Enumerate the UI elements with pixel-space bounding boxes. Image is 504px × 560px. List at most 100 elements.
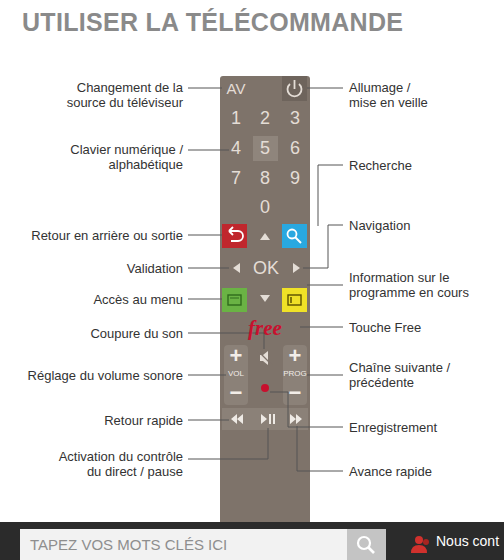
remote-body <box>220 76 310 546</box>
power-button <box>282 76 307 101</box>
callout-label: Coupure du son <box>8 326 183 341</box>
key-label: 5 <box>260 139 270 157</box>
mute-key <box>260 351 268 365</box>
page-title: UTILISER LA TÉLÉCOMMANDE <box>22 8 403 37</box>
callout-label: Touche Free <box>349 320 489 335</box>
key-label: 6 <box>290 139 300 157</box>
leader-lines <box>188 299 222 300</box>
transport-keys <box>231 414 302 424</box>
power-button <box>282 76 307 101</box>
leader-lines <box>307 285 343 286</box>
mute-key <box>258 351 272 365</box>
leader-lines <box>300 327 343 328</box>
remote-body <box>253 136 278 161</box>
callout-label: Allumage / mise en veille <box>349 80 437 110</box>
callout-label: Chaîne suivante / précédente <box>349 360 461 390</box>
key-label: 9 <box>290 169 300 187</box>
leader-lines <box>188 88 222 89</box>
menu-button <box>228 295 241 305</box>
callout-label: Recherche <box>349 158 489 173</box>
leader-lines <box>188 268 229 269</box>
search-submit-button <box>347 529 386 560</box>
arrow-keys <box>233 263 240 273</box>
key-label: 3 <box>290 109 300 127</box>
leader-lines <box>188 88 343 471</box>
search-button <box>282 224 307 248</box>
transport-keys <box>261 414 267 424</box>
key-label: VOL <box>228 370 244 378</box>
link-text: Nous cont <box>436 533 499 549</box>
power-button <box>294 80 296 89</box>
callout-label: Accès au menu <box>8 292 183 307</box>
remote-body <box>224 345 248 405</box>
key-label: 1 <box>231 109 241 127</box>
menu-button <box>222 288 247 312</box>
leader-lines <box>318 165 343 226</box>
search-placeholder: TAPEZ VOS MOTS CLÉS ICI <box>30 529 227 560</box>
search-submit-button <box>347 529 386 560</box>
search-button <box>295 237 301 243</box>
leader-lines <box>307 88 343 89</box>
callout-label: Retour rapide <box>8 413 183 428</box>
callout-label: Information sur le programme en cours <box>349 270 484 300</box>
record-dot <box>261 384 269 392</box>
key-label: 8 <box>260 169 270 187</box>
callout-label: Réglage du volume sonore <box>8 368 183 383</box>
contact-icon <box>415 536 423 544</box>
contact-icon <box>411 545 427 553</box>
key-label: − <box>289 382 302 404</box>
leader-lines <box>307 375 343 376</box>
callout-label: Clavier numérique / alphabétique <box>63 142 183 172</box>
transport-keys <box>273 414 275 424</box>
info-button <box>288 295 301 305</box>
leader-lines <box>188 428 268 459</box>
callout-label: Avance rapide <box>349 464 489 479</box>
brand-key: free <box>248 318 282 339</box>
callout-label: Changement de la source du téléviseur <box>48 80 183 110</box>
callout-label: Activation du contrôle du direct / pause <box>43 449 183 479</box>
callout-label: Validation <box>8 261 183 276</box>
key-label: AV <box>227 81 246 96</box>
key-label: 2 <box>260 109 270 127</box>
bottom-bar: Nous cont TAPEZ VOS MOTS CLÉS ICI <box>0 522 504 560</box>
menu-button <box>222 288 247 312</box>
contact-icon <box>423 539 429 545</box>
search-submit-button <box>358 537 370 549</box>
back-button <box>229 227 233 235</box>
arrow-keys <box>260 233 270 240</box>
key-label: OK <box>253 259 279 277</box>
leader-lines <box>188 150 229 151</box>
arrow-keys <box>260 295 270 302</box>
leader-lines <box>188 420 229 421</box>
info-button <box>282 288 307 312</box>
mute-key <box>258 351 272 365</box>
leader-lines <box>297 426 343 471</box>
arrow-keys <box>233 233 300 302</box>
callout-label: Retour en arrière ou sortie <box>8 228 183 243</box>
info-button <box>282 288 307 312</box>
info-button <box>290 297 292 303</box>
key-label: 0 <box>260 198 270 216</box>
callout-label: Enregistrement <box>349 420 489 435</box>
key-label: − <box>230 382 243 404</box>
contact-icon <box>411 536 429 553</box>
callout-label: Navigation <box>349 218 489 233</box>
transport-keys <box>269 414 271 424</box>
leader-lines <box>188 235 222 236</box>
key-label: PROG <box>283 370 307 378</box>
key-label: + <box>230 345 243 367</box>
key-label: 4 <box>231 139 241 157</box>
remote-body <box>220 76 310 546</box>
leader-lines <box>303 225 343 268</box>
leader-lines <box>188 375 226 376</box>
leader-lines <box>270 392 343 427</box>
menu-button <box>230 298 239 299</box>
arrow-keys <box>293 263 300 273</box>
back-button <box>222 224 247 248</box>
back-button <box>222 224 247 248</box>
search-button <box>282 224 307 248</box>
transport-keys <box>231 414 243 424</box>
transport-keys <box>290 414 302 424</box>
remote-body <box>283 345 307 405</box>
search-submit-button <box>368 547 374 553</box>
